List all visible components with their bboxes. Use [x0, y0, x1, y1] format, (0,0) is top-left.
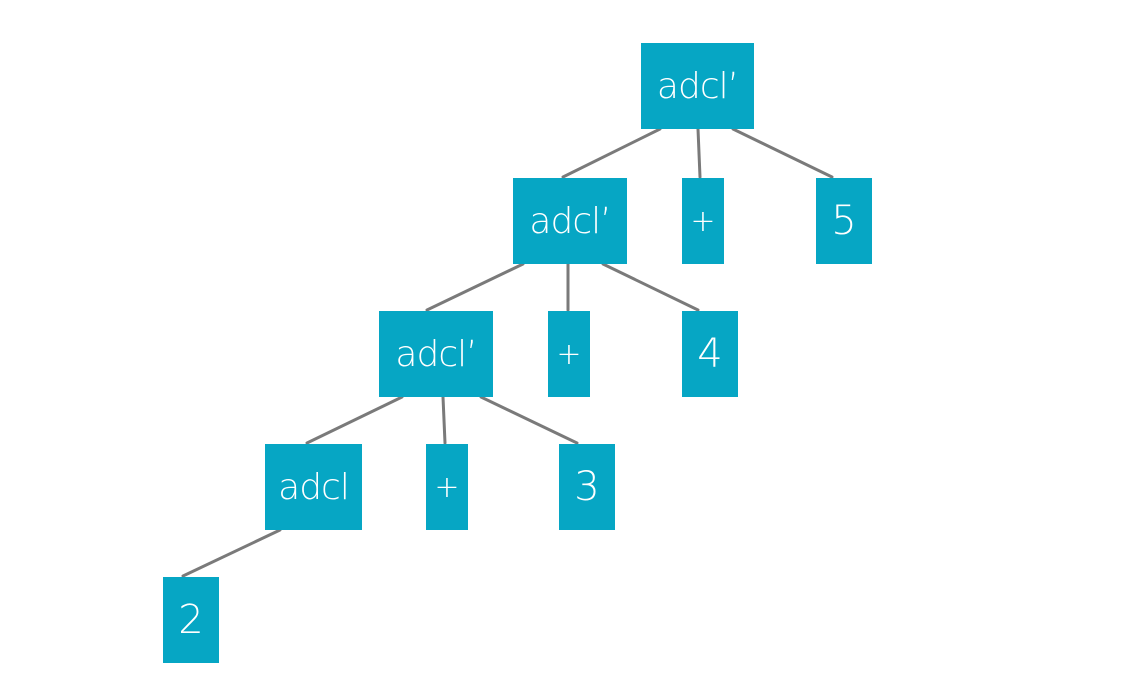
node-adcl-prime-level1: adcl’: [513, 178, 627, 264]
node-plus-level1: +: [682, 178, 724, 264]
node-root-adcl-prime: adcl’: [641, 43, 754, 129]
node-adcl-level3: adcl: [265, 444, 362, 530]
edge-adcl3-to-plus4: [441, 395, 447, 445]
edge-root-to-five: [731, 127, 834, 179]
edge-root-to-plus2: [696, 127, 702, 179]
node-number-three: 3: [559, 444, 615, 530]
edge-adcl2-to-four: [601, 262, 700, 312]
node-number-two: 2: [163, 577, 219, 663]
edge-adcl2-to-adcl3: [425, 262, 525, 312]
edge-adcl4-to-two: [181, 528, 282, 578]
edge-root-to-adcl2: [561, 127, 662, 179]
node-plus-level2: +: [548, 311, 590, 397]
node-adcl-prime-level2: adcl’: [379, 311, 493, 397]
node-plus-level3: +: [426, 444, 468, 530]
node-number-four: 4: [682, 311, 738, 397]
node-number-five: 5: [816, 178, 872, 264]
edge-adcl3-to-three: [479, 395, 579, 445]
edge-adcl3-to-adcl4: [305, 395, 404, 445]
